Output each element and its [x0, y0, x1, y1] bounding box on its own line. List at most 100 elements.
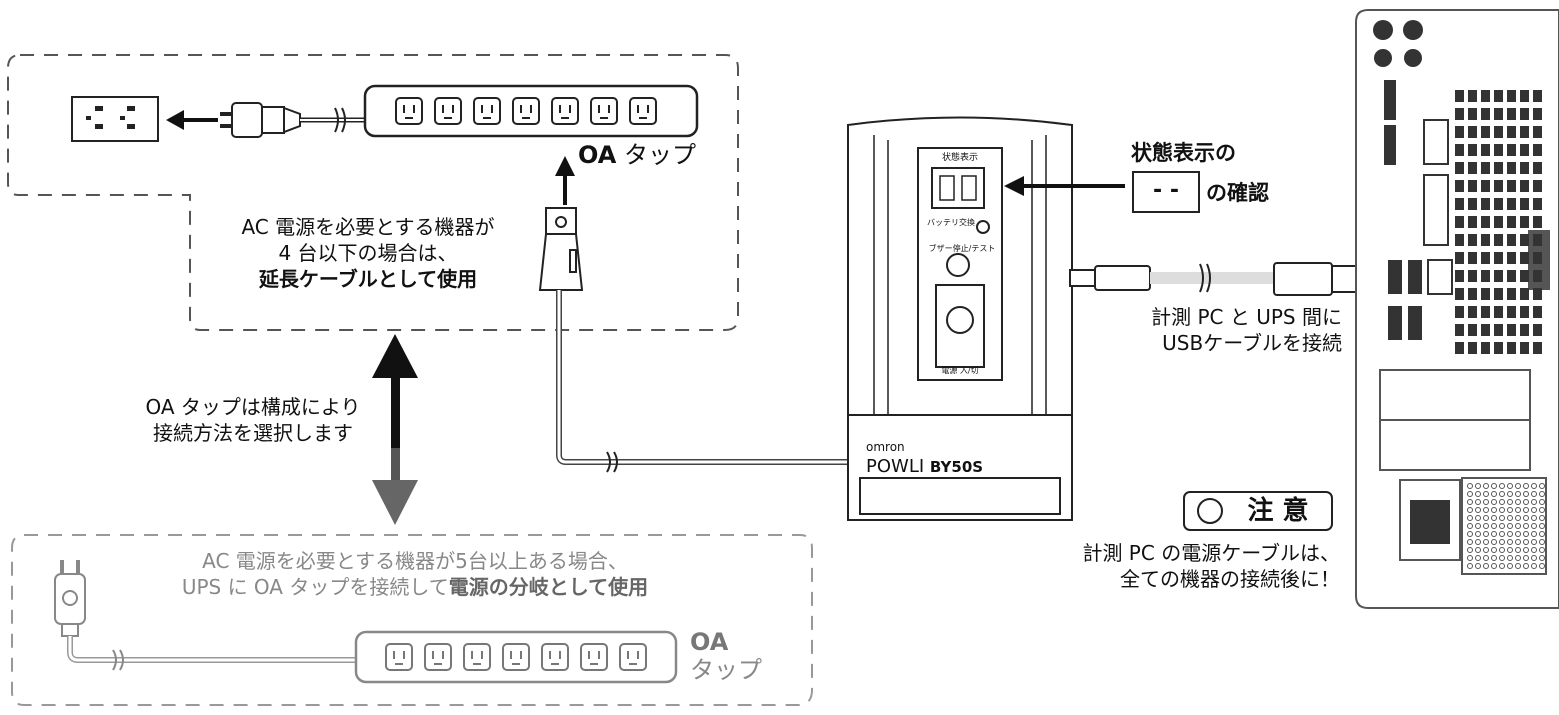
fan-hole	[1539, 523, 1545, 529]
vent-slot	[1455, 216, 1464, 228]
vent-slot	[1507, 324, 1516, 336]
socket-icon	[541, 643, 569, 671]
ups-power-label: 電源 入/切	[941, 366, 979, 375]
usb-note: 計測 PC と UPS 間に USBケーブルを接続	[1092, 304, 1342, 356]
fan-hole	[1491, 547, 1497, 553]
vent-slot	[1507, 252, 1516, 264]
ups-buzzer-label: ブザー停止/テスト	[928, 244, 996, 253]
fan-hole	[1475, 547, 1481, 553]
vertical-plug-icon	[538, 207, 584, 291]
vent-slot	[1481, 144, 1490, 156]
fan-hole	[1499, 547, 1505, 553]
ups-model-name: BY50S	[929, 458, 984, 476]
fan-hole	[1531, 547, 1537, 553]
fan-hole	[1467, 507, 1473, 513]
vent-slot	[1481, 180, 1490, 192]
vent-slot	[1533, 180, 1542, 192]
fan-hole	[1467, 523, 1473, 529]
vent-slot	[1494, 108, 1503, 120]
fan-hole	[1499, 563, 1505, 569]
oa-tap-top-text: タップ	[623, 141, 696, 169]
vent-slot	[1494, 270, 1503, 282]
oa-tap-sockets	[395, 97, 657, 125]
vent-slot	[1468, 216, 1477, 228]
vent-slot	[1520, 324, 1529, 336]
fan-hole	[1499, 555, 1505, 561]
fan-hole	[1531, 491, 1537, 497]
vent-slot	[1507, 234, 1516, 246]
fan-hole	[1483, 523, 1489, 529]
fan-hole	[1531, 555, 1537, 561]
fan-hole	[1491, 539, 1497, 545]
vent-slot	[1507, 306, 1516, 318]
vent-slot	[1507, 342, 1516, 354]
fan-hole	[1539, 507, 1545, 513]
caution-line2: 全ての機器の接続後に！	[1120, 567, 1340, 591]
vent-slot	[1481, 90, 1490, 102]
vent-slot	[1520, 126, 1529, 138]
fan-hole	[1515, 531, 1521, 537]
vent-slot	[1481, 252, 1490, 264]
vent-slot	[1455, 288, 1464, 300]
vent-slot	[1481, 234, 1490, 246]
fan-hole	[1483, 507, 1489, 513]
status-display-icon	[1132, 171, 1200, 213]
usb-cable	[1069, 262, 1361, 296]
vent-slot	[1455, 126, 1464, 138]
fan-hole	[1523, 523, 1529, 529]
fan-hole	[1483, 515, 1489, 521]
bottom-panel-description: AC 電源を必要とする機器が5台以上ある場合、 UPS に OA タップを接続し…	[130, 548, 700, 600]
vent-slot	[1533, 108, 1542, 120]
ups-status-label: 状態表示	[941, 153, 978, 163]
caution-badge: 注 意	[1247, 496, 1309, 526]
fan-hole	[1523, 515, 1529, 521]
vent-slot	[1481, 108, 1490, 120]
fan-hole	[1499, 523, 1505, 529]
bottom-plug-icon	[54, 560, 86, 637]
vent-slot	[1520, 198, 1529, 210]
fan-hole	[1507, 523, 1513, 529]
vent-slot	[1455, 252, 1464, 264]
fan-hole	[1539, 499, 1545, 505]
vent-slot	[1520, 108, 1529, 120]
vent-slot	[1507, 90, 1516, 102]
pc-vent-grid	[1455, 90, 1542, 354]
fan-hole	[1515, 499, 1521, 505]
fan-hole	[1507, 483, 1513, 489]
vent-slot	[1533, 126, 1542, 138]
vent-slot	[1507, 144, 1516, 156]
oa-tap-top-bold: OA	[578, 141, 617, 169]
vent-slot	[1494, 126, 1503, 138]
vent-slot	[1494, 324, 1503, 336]
socket-icon	[434, 97, 462, 125]
vent-slot	[1468, 288, 1477, 300]
fan-hole	[1499, 483, 1505, 489]
vent-slot	[1481, 342, 1490, 354]
fan-hole	[1531, 507, 1537, 513]
caution-hand-icon	[1183, 491, 1333, 531]
vent-slot	[1468, 270, 1477, 282]
fan-hole	[1491, 523, 1497, 529]
bottom-panel-border	[11, 534, 813, 706]
fan-hole	[1475, 483, 1481, 489]
ups-unit	[847, 116, 1073, 521]
top-panel-description: AC 電源を必要とする機器が 4 台以下の場合は、 延長ケーブルとして使用	[208, 214, 528, 292]
fan-hole	[1515, 555, 1521, 561]
fan-hole	[1539, 531, 1545, 537]
vent-slot	[1507, 126, 1516, 138]
vent-slot	[1507, 180, 1516, 192]
vent-slot	[1494, 144, 1503, 156]
fan-hole	[1491, 563, 1497, 569]
vent-slot	[1507, 288, 1516, 300]
vent-slot	[1481, 216, 1490, 228]
vent-slot	[1455, 270, 1464, 282]
fan-hole	[1483, 547, 1489, 553]
fan-hole	[1531, 523, 1537, 529]
fan-hole	[1475, 539, 1481, 545]
fan-hole	[1491, 515, 1497, 521]
vent-slot	[1468, 342, 1477, 354]
vent-slot	[1533, 144, 1542, 156]
fan-hole	[1507, 507, 1513, 513]
vent-slot	[1468, 90, 1477, 102]
caution-line1: 計測 PC の電源ケーブルは、	[1082, 541, 1340, 565]
